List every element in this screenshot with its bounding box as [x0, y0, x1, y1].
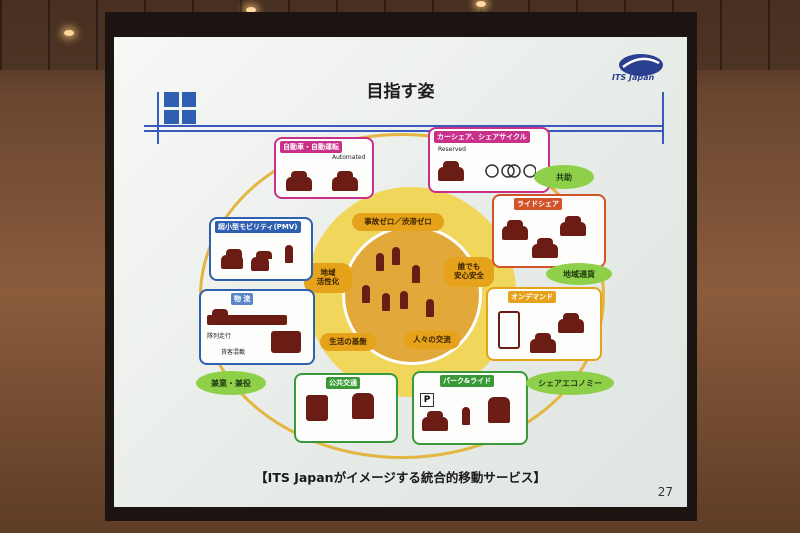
- oval-local-currency: 地域通貨: [546, 263, 612, 285]
- node-label: オンデマンド: [508, 291, 556, 303]
- person-icon: [382, 293, 390, 311]
- car-icon: [332, 171, 358, 191]
- slide-caption: 【ITS Japanがイメージする統合的移動サービス】: [255, 470, 546, 485]
- node-label: パーク&ライド: [440, 375, 495, 387]
- oval-mutual-aid: 共助: [534, 165, 594, 189]
- bicycle-icon: [485, 164, 536, 178]
- grid-icon: [164, 92, 196, 124]
- node-label: ライドシェア: [514, 198, 562, 210]
- ceiling-light: [246, 7, 256, 13]
- node-label: 公共交通: [326, 377, 360, 389]
- ceiling-light: [476, 1, 486, 7]
- node-rideshare: ライドシェア: [492, 194, 606, 268]
- node-label: カーシェア、シェアサイクル: [434, 131, 530, 143]
- node-sublabel: Automated: [332, 154, 366, 161]
- oval-multi-role: 兼業・兼役: [196, 371, 266, 395]
- page-number: 27: [657, 485, 673, 499]
- pmv-icon: [221, 249, 243, 269]
- car-icon: [422, 411, 448, 431]
- parking-icon: P: [420, 393, 434, 407]
- person-icon: [376, 253, 384, 271]
- train-icon: [488, 397, 510, 423]
- header-rule: [144, 130, 664, 132]
- center-pill-safety: 誰でも 安心安全: [444, 257, 494, 287]
- person-icon: [400, 291, 408, 309]
- node-label: 自動車・自動運転: [280, 141, 342, 153]
- node-parkride: パーク&ライド P: [412, 371, 528, 445]
- wheelchair-icon: [426, 299, 434, 317]
- its-japan-logo: [619, 54, 663, 76]
- center-pill-exchange: 人々の交流: [404, 331, 460, 349]
- center-pill-foundation: 生活の基盤: [320, 333, 376, 351]
- car-icon: [558, 313, 584, 333]
- node-pmv: 超小型モビリティ(PMV): [209, 217, 313, 281]
- car-icon: [532, 238, 558, 258]
- smartphone-icon: [498, 311, 520, 349]
- node-autonomous: 自動車・自動運転 Automated: [274, 137, 374, 199]
- bus-icon: [271, 331, 301, 353]
- person-icon: [412, 265, 420, 283]
- pmv-icon: [251, 251, 272, 271]
- node-logistics: 物 流 隊列走行 貨客混載: [199, 289, 315, 365]
- truck-platoon-icon: [207, 309, 287, 325]
- presentation-slide: 目指す姿 ITS Japan 事故ゼロ／渋滞ゼロ 地域 活性化 誰でも 安心安全…: [114, 37, 687, 507]
- person-icon: [362, 285, 370, 303]
- train-icon: [352, 393, 374, 419]
- person-icon: [392, 247, 400, 265]
- node-label: 物 流: [231, 293, 254, 305]
- node-ondemand: オンデマンド: [486, 287, 602, 361]
- scooter-icon: [285, 245, 293, 263]
- header-rule: [144, 125, 664, 127]
- header-rule-vertical: [662, 92, 664, 144]
- car-icon: [286, 171, 312, 191]
- ceiling-light: [64, 30, 74, 36]
- person-icon: [462, 407, 470, 425]
- node-sublabel: 隊列走行: [207, 333, 232, 340]
- header-rule-vertical: [157, 92, 159, 144]
- center-pill-zero: 事故ゼロ／渋滞ゼロ: [352, 213, 444, 231]
- node-sublabel: 貨客混載: [221, 349, 246, 356]
- node-transit: 公共交通: [294, 373, 398, 443]
- slide-title: 目指す姿: [366, 82, 435, 102]
- car-icon: [530, 333, 556, 353]
- car-icon: [438, 161, 464, 181]
- car-icon: [502, 220, 528, 240]
- oval-share-economy: シェアエコノミー: [526, 371, 614, 395]
- car-icon: [560, 216, 586, 236]
- node-carshare: カーシェア、シェアサイクル Reserved: [428, 127, 550, 193]
- node-sublabel: Reserved: [438, 146, 466, 153]
- node-label: 超小型モビリティ(PMV): [215, 221, 301, 233]
- logo-text: ITS Japan: [612, 73, 655, 82]
- bus-icon: [306, 395, 328, 421]
